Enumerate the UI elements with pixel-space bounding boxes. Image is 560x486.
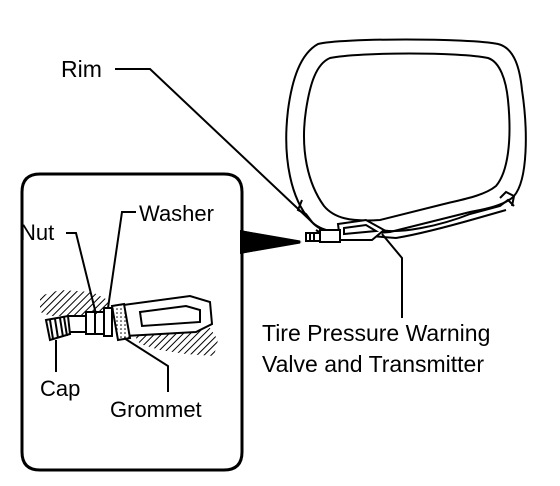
nut-leader-line (66, 232, 97, 315)
washer-label: Washer (139, 201, 214, 226)
transmitter-label-line2: Valve and Transmitter (262, 351, 484, 377)
tire-outline (285, 38, 527, 235)
rim-valve-sensor (305, 218, 386, 243)
detail-washer (103, 307, 113, 337)
detail-grommet (110, 302, 132, 342)
grommet-leader-line (123, 337, 169, 392)
rim-label: Rim (61, 56, 102, 82)
rim-leader-line (115, 68, 313, 223)
grommet-label: Grommet (110, 397, 202, 422)
detail-cap (44, 314, 72, 342)
transmitter-label-line1: Tire Pressure Warning (262, 320, 490, 346)
nut-label: Nut (20, 220, 54, 245)
detail-valve-stem (67, 315, 87, 333)
cap-label: Cap (40, 376, 80, 401)
washer-leader-line (107, 211, 136, 309)
detail-nut (85, 311, 105, 335)
transmitter-leader-line (381, 233, 403, 318)
